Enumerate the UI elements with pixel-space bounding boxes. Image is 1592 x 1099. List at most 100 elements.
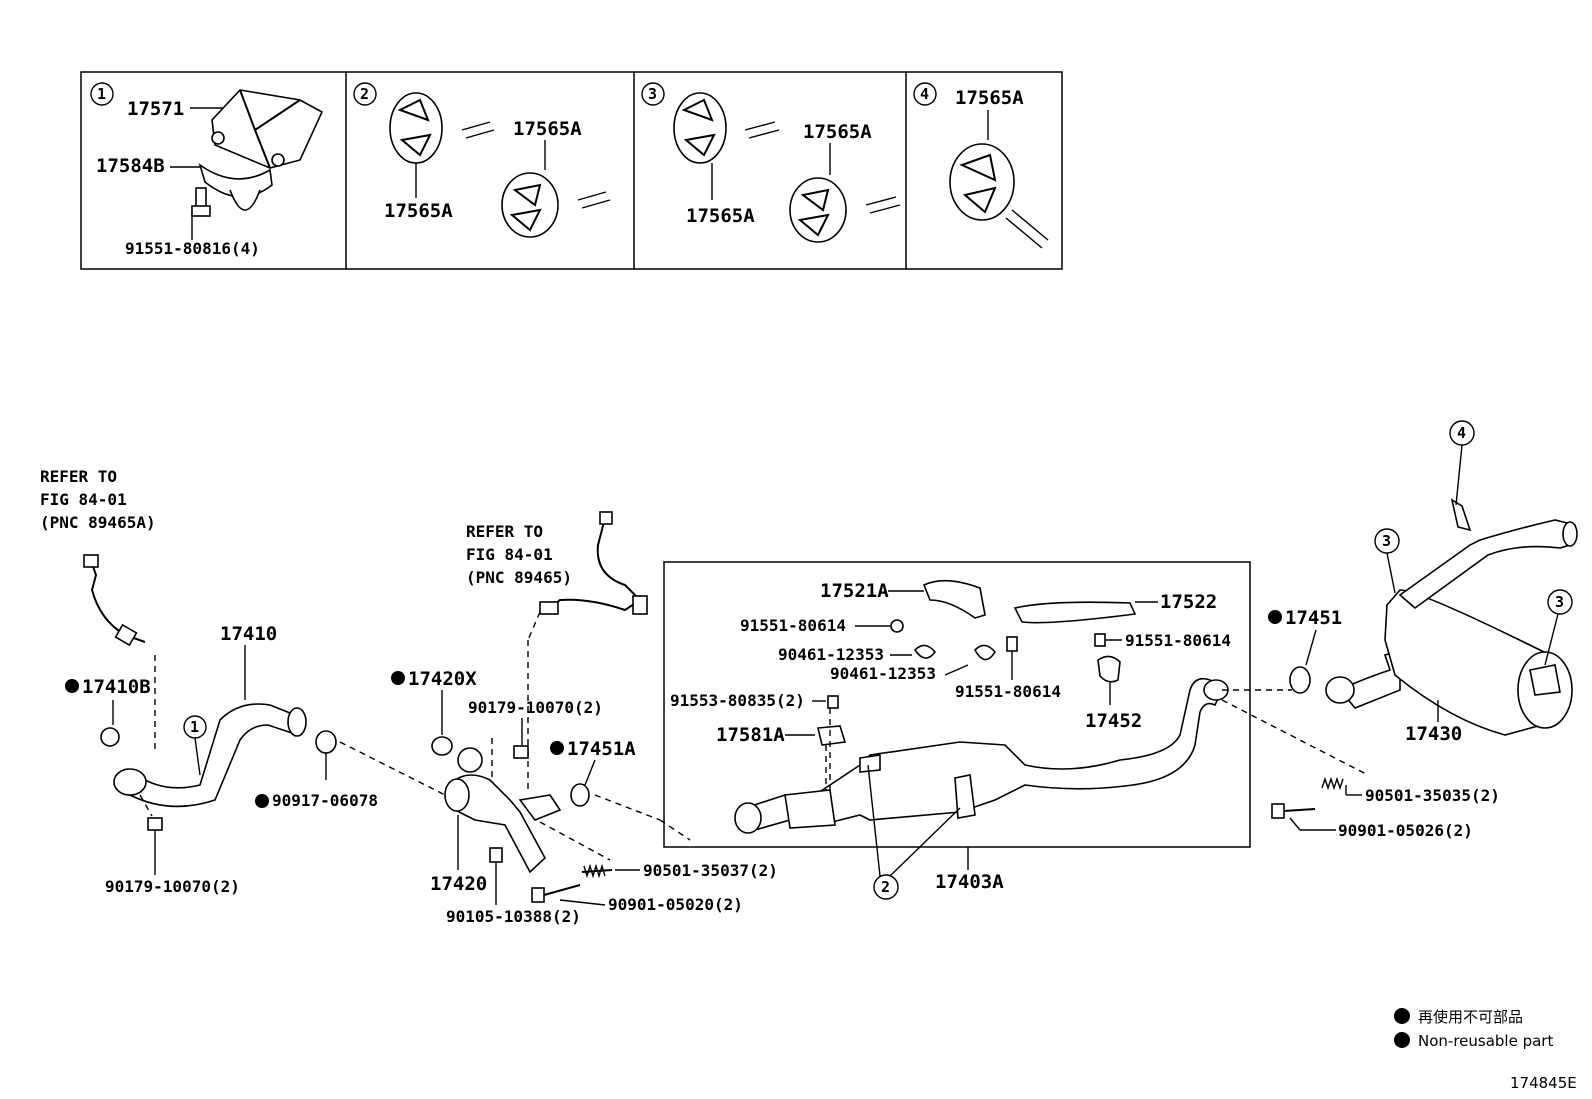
legend-jp-label: 再使用不可部品 [1418, 1008, 1523, 1026]
part-17522-label: 17522 [1160, 591, 1217, 613]
bolt-90105 [489, 847, 503, 863]
rubber-hanger-drawing-3 [673, 92, 780, 164]
part-90901-05026-label: 90901-05026(2) [1338, 821, 1473, 840]
legend-dot-jp [1394, 1008, 1410, 1024]
callout-2-center: 2 [881, 878, 890, 896]
part-90501-35035-label: 90501-35035(2) [1365, 786, 1500, 805]
part-17565A-label-b: 17565A [384, 200, 453, 222]
bolt-91551-c [1006, 636, 1018, 652]
bolt-91551-a [890, 619, 904, 633]
gasket-17410B [100, 727, 120, 747]
part-17430-label: 17430 [1405, 723, 1462, 745]
panel-4: 4 17565A [913, 82, 1049, 249]
callout-3-tailpipe: 3 [1382, 532, 1391, 550]
gasket-17451A [570, 783, 590, 807]
refer-mid: REFER TO FIG 84-01 (PNC 89465) [466, 522, 572, 587]
callout-3-muffler: 3 [1555, 593, 1564, 611]
clip-90461-a [913, 644, 937, 659]
tailpipe-muffler-17430 [1325, 498, 1578, 736]
gasket-17451 [1289, 666, 1311, 694]
part-90901-05020-label: 90901-05020(2) [608, 895, 743, 914]
exhaust-bracket-drawing [191, 89, 324, 217]
part-91551-80614-b-label: 91551-80614 [1125, 631, 1231, 650]
part-17452-label: 17452 [1085, 710, 1142, 732]
refer-mid-line-1: REFER TO [466, 522, 543, 541]
part-17565A-label-e: 17565A [955, 87, 1024, 109]
part-90501-35037-label: 90501-35037(2) [643, 861, 778, 880]
part-17410-label: 17410 [220, 623, 277, 645]
center-pipe-17403A [734, 677, 1229, 834]
callout-4-label: 4 [920, 85, 929, 103]
heat-insulator-17522 [1013, 601, 1137, 624]
part-17565A-label-a: 17565A [513, 118, 582, 140]
non-reusable-dot-17410B [65, 679, 79, 693]
part-17584B-label: 17584B [96, 155, 165, 177]
detail-panels [80, 71, 1063, 270]
part-91551-80816-label: 91551-80816(4) [125, 239, 260, 258]
nut-90179-left [147, 817, 163, 875]
non-reusable-dot-90917 [255, 794, 269, 808]
oxygen-sensor-mid [527, 511, 648, 790]
part-17581A-label: 17581A [716, 724, 785, 746]
part-17565A-label-c: 17565A [803, 121, 872, 143]
assembly-box-17403A [663, 561, 1251, 848]
refer-left-line-2: FIG 84-01 [40, 490, 127, 509]
rubber-hanger-drawing-2 [501, 172, 611, 238]
rubber-hanger-drawing-5 [949, 143, 1049, 249]
part-17451A-label: 17451A [567, 738, 636, 760]
refer-left: REFER TO FIG 84-01 (PNC 89465A) [40, 467, 156, 532]
part-17403A-label: 17403A [935, 871, 1004, 893]
part-90179-10070-mid-label: 90179-10070(2) [468, 698, 603, 717]
part-17420-label: 17420 [430, 873, 487, 895]
callout-2-label: 2 [360, 85, 369, 103]
non-reusable-dot-17451A [550, 741, 564, 755]
front-pipe-17410: 1 [113, 703, 307, 808]
part-91551-80614-c-label: 91551-80614 [955, 682, 1061, 701]
nut-90179-mid [513, 745, 529, 759]
figure-code: 174845E [1510, 1074, 1577, 1092]
callout-1-front-pipe: 1 [190, 718, 199, 736]
refer-left-line-1: REFER TO [40, 467, 117, 486]
legend-dot-en [1394, 1032, 1410, 1048]
clamp-17452 [1097, 655, 1121, 683]
part-90461-12353-a-label: 90461-12353 [778, 645, 884, 664]
callout-3-label: 3 [648, 85, 657, 103]
part-90105-10388-label: 90105-10388(2) [446, 907, 581, 926]
bolt-91553 [827, 695, 839, 709]
part-91553-80835-label: 91553-80835(2) [670, 691, 805, 710]
part-17420X-label: 17420X [408, 668, 477, 690]
refer-mid-line-2: FIG 84-01 [466, 545, 553, 564]
heat-insulator-17521A [922, 579, 986, 619]
part-91551-80614-a-label: 91551-80614 [740, 616, 846, 635]
part-90461-12353-b-label: 90461-12353 [830, 664, 936, 683]
part-90179-10070-left-label: 90179-10070(2) [105, 877, 240, 896]
part-17451-label: 17451 [1285, 607, 1342, 629]
bolt-90901-left [531, 884, 581, 903]
spring-bolt-right [1271, 776, 1344, 819]
callout-1-label: 1 [97, 85, 106, 103]
part-17410B-label: 17410B [82, 676, 151, 698]
refer-left-line-3: (PNC 89465A) [40, 513, 156, 532]
bolt-91551-b [1094, 633, 1106, 647]
oxygen-sensor-left [83, 554, 156, 750]
panel-2: 2 17565A 17565A [353, 82, 611, 238]
panel-3: 3 17565A 17565A [641, 82, 901, 243]
pipe-17420 [444, 747, 562, 874]
panel-1: 1 17571 17584B 91551-80816(4) [90, 82, 324, 258]
refer-mid-line-3: (PNC 89465) [466, 568, 572, 587]
gasket-90917 [315, 730, 337, 754]
non-reusable-dot-17420X [391, 671, 405, 685]
part-17571-label: 17571 [127, 98, 184, 120]
part-90917-06078-label: 90917-06078 [272, 791, 378, 810]
rubber-hanger-drawing [389, 92, 495, 164]
non-reusable-dot-17451 [1268, 610, 1282, 624]
bracket-17581A [817, 725, 847, 746]
rubber-hanger-drawing-4 [789, 177, 901, 243]
callout-4-tailpipe: 4 [1457, 424, 1466, 442]
legend-en-label: Non-reusable part [1418, 1032, 1553, 1050]
gasket-17420X [431, 736, 453, 756]
part-17521A-label: 17521A [820, 580, 889, 602]
clip-90461-b [974, 644, 996, 661]
part-17565A-label-d: 17565A [686, 205, 755, 227]
